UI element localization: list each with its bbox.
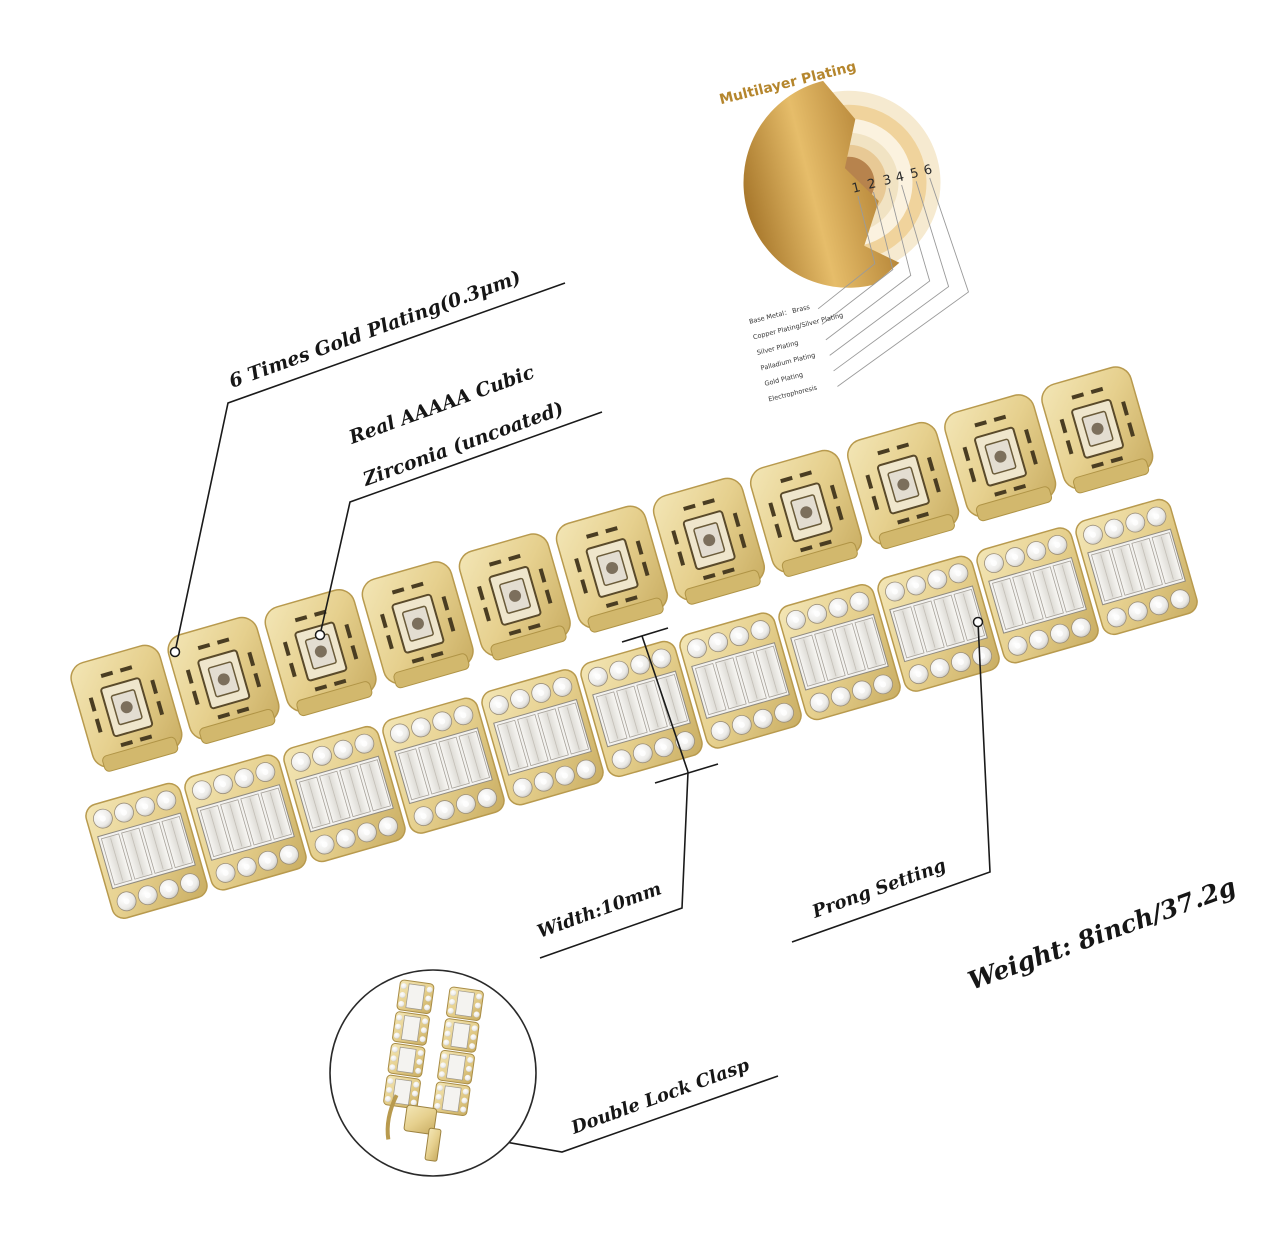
front-link: [1075, 498, 1198, 636]
front-link: [877, 555, 1000, 692]
clasp-label: Double Lock Clasp: [568, 1055, 753, 1139]
clasp-link: [396, 979, 435, 1015]
plating-gold-shell: [743, 80, 900, 288]
back-link: [847, 421, 960, 550]
chain-back-side: [70, 366, 1154, 772]
back-link: [361, 561, 474, 689]
svg-text:Silver Plating: Silver Plating: [756, 339, 799, 357]
plating-numbers: 1 2 3 4 5 6: [850, 162, 933, 196]
front-link: [283, 725, 406, 863]
front-link: [85, 782, 208, 920]
back-link: [458, 533, 571, 661]
front-link: [976, 527, 1099, 664]
clasp-detail: [329, 969, 537, 1177]
prong-setting-label: Prong Setting: [809, 855, 949, 923]
clasp-box-icon: [403, 1104, 438, 1135]
back-link: [1041, 366, 1154, 494]
plating-leaders: [817, 177, 970, 387]
plating-legend: Base Metal： Brass Copper Plating/Silver …: [748, 303, 844, 404]
svg-text:3: 3: [881, 173, 893, 190]
back-link: [944, 394, 1057, 522]
svg-text:1: 1: [850, 180, 862, 197]
back-link: [555, 505, 668, 633]
back-link: [264, 589, 377, 717]
chain-front-side: [85, 498, 1198, 920]
front-link: [580, 640, 703, 778]
clasp-link: [441, 1018, 480, 1053]
clasp-link: [392, 1011, 430, 1046]
front-link: [679, 612, 802, 749]
back-link: [652, 477, 765, 605]
svg-text:2: 2: [866, 176, 878, 193]
clasp-link: [432, 1081, 471, 1117]
clasp-circle: [329, 969, 537, 1177]
front-link: [778, 584, 901, 721]
clasp-link: [387, 1042, 426, 1078]
gold-plating-label: 6 Times Gold Plating(0.3μm): [226, 266, 524, 392]
svg-text:4: 4: [894, 169, 906, 186]
svg-text:Palladium Plating: Palladium Plating: [760, 351, 816, 372]
svg-text:5: 5: [909, 166, 921, 183]
svg-text:Electrophoresis: Electrophoresis: [768, 383, 819, 403]
svg-text:Gold Plating: Gold Plating: [764, 371, 804, 388]
back-link: [70, 644, 183, 772]
back-link: [749, 449, 863, 577]
width-label: Width:10mm: [535, 878, 665, 942]
front-link: [184, 754, 307, 891]
front-link: [481, 669, 604, 806]
back-link: [167, 616, 280, 744]
svg-text:6: 6: [922, 162, 934, 179]
clasp-link: [437, 1049, 475, 1085]
weight-label: Weight: 8inch/37.2g: [964, 872, 1239, 996]
clasp-link: [383, 1074, 421, 1110]
front-link: [382, 697, 505, 834]
clasp-link: [446, 986, 484, 1021]
plating-diagram: Multilayer Plating 1 2 3 4 5 6: [718, 59, 970, 404]
